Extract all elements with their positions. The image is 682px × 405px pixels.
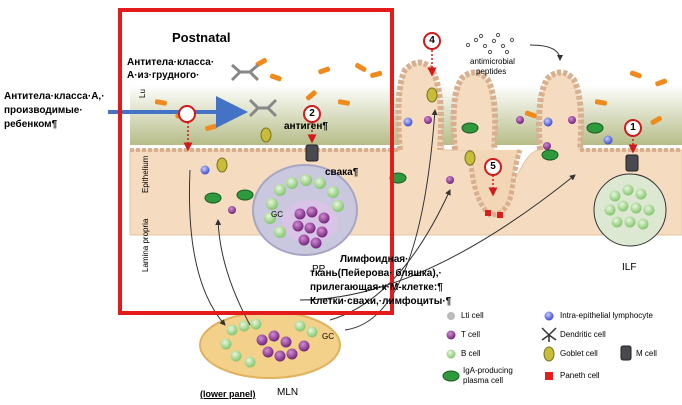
villus-left [395, 59, 444, 151]
step-arrows [183, 50, 638, 197]
lower-panel-label: (lower panel) [200, 389, 256, 399]
step-badge-5: 5 [484, 158, 502, 176]
legend-m-label: M cell [636, 349, 657, 358]
antigen-label: антиген¶ [284, 121, 328, 132]
legend-iel-label: Intra-epithelial lymphocyte [560, 311, 653, 320]
pp-germinal-center [282, 200, 338, 244]
pp-gc-label: GC [271, 210, 283, 219]
pp-description-line4: Клетки·свахи,·лимфоциты·¶ [310, 296, 452, 307]
iga-child-line2: производимые· [4, 105, 83, 116]
diagram-title: Postnatal [172, 30, 231, 45]
iga-antibody-child [248, 98, 278, 118]
antimicrobial-line2: peptides [476, 67, 507, 76]
step-badge-4: 4 [423, 32, 441, 50]
iga-breast-line2: А·из·грудного· [127, 70, 200, 81]
pp-description-line1: Лимфоидная· [340, 254, 409, 265]
pp-description-line2: ткань(Пейерова· бляшка),· [310, 268, 442, 279]
epithelium-label: Epithelium [141, 155, 150, 193]
step-badge-1: 1 [624, 119, 642, 137]
lamina-propria-label: Lamina propria [141, 218, 150, 272]
mln-label: MLN [277, 387, 299, 398]
pp-label: PP [312, 264, 326, 275]
pp-cells [264, 174, 344, 249]
crypt [467, 149, 523, 218]
highlight-box [118, 8, 394, 315]
iga-child-line3: ребенком¶ [4, 119, 58, 130]
legend-iga-line2: plasma cell [463, 376, 504, 385]
villus-right [536, 69, 585, 151]
m-cell-label: свака¶ [325, 167, 359, 178]
legend-t-label: T cell [461, 330, 480, 339]
step-badge-blank [178, 105, 196, 123]
legend-dc-label: Dendritic cell [560, 330, 606, 339]
cells-group [200, 87, 639, 218]
iga-child-line1: Антитела·класса·А,· [4, 91, 105, 102]
legend-symbols [442, 311, 632, 382]
mln-gc-label: GC [322, 332, 334, 341]
iga-antibody-breast [230, 63, 260, 82]
legend-b-label: B cell [461, 349, 481, 358]
legend-goblet-label: Goblet cell [560, 349, 598, 358]
legend-lti-label: Lti cell [461, 311, 484, 320]
step-badge-2: 2 [303, 105, 321, 123]
antimicrobial-line1: antimicrobial [470, 57, 515, 66]
ilf-label: ILF [622, 262, 637, 273]
mln-cells [220, 318, 318, 368]
ilf-cells [604, 184, 655, 230]
legend-paneth-label: Paneth cell [560, 371, 600, 380]
villus-middle [450, 69, 499, 151]
pp-description-line3: прилегающая·к·М-клетке:¶ [310, 282, 443, 293]
lumen-label: Lu [138, 89, 147, 98]
legend-iga-line1: IgA-producing [463, 366, 513, 375]
antimicrobial-peptides [465, 32, 515, 55]
iga-breast-line1: Антитела·класса· [127, 57, 215, 68]
